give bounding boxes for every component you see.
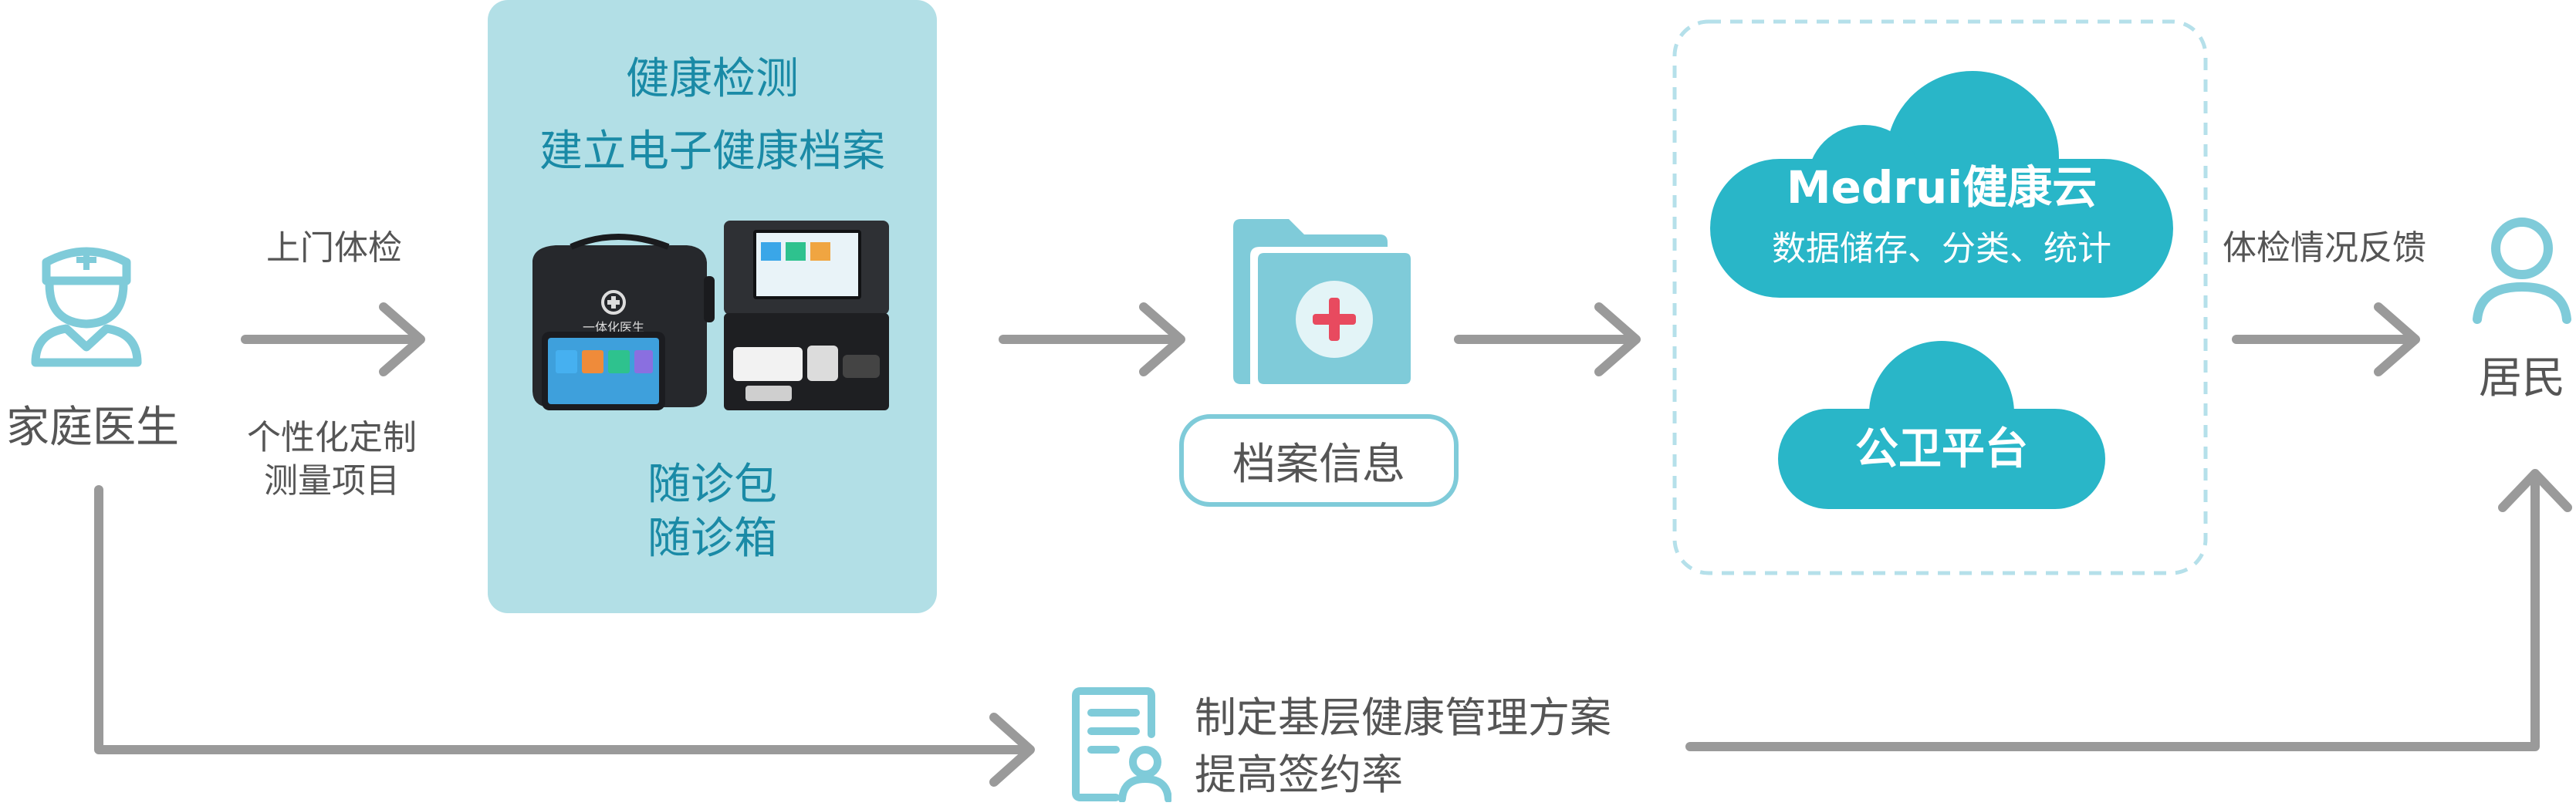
medrui-cloud-icon xyxy=(1710,66,2173,299)
plan-label-line1: 制定基层健康管理方案 xyxy=(1195,693,1611,742)
kit-brand-text: 一体化医生 xyxy=(583,320,644,335)
arrow-plan-to-resident xyxy=(1685,469,2572,751)
panel-footer-line2: 随诊箱 xyxy=(647,514,777,564)
panel-title-line1: 健康检测 xyxy=(626,54,799,104)
public-health-cloud-title: 公卫平台 xyxy=(1855,424,2028,474)
panel-footer-line1: 随诊包 xyxy=(647,460,777,510)
resident-person-icon xyxy=(2470,216,2574,324)
cloud-platform-container xyxy=(1672,19,2208,575)
doctor-label: 家庭医生 xyxy=(6,403,179,453)
panel-title-line2: 建立电子健康档案 xyxy=(539,126,885,177)
home-checkup-label: 上门体检 xyxy=(266,228,402,268)
custom-items-label-1: 个性化定制 xyxy=(247,418,417,457)
plan-document-icon xyxy=(1071,686,1172,803)
arrow-archive-to-cloud xyxy=(1454,302,1641,376)
arrow-panel-to-archive xyxy=(999,302,1185,376)
medical-kit-image: 一体化医生 xyxy=(525,216,895,416)
health-check-panel: 健康检测 建立电子健康档案 一体化医生 xyxy=(488,0,937,613)
arrow-doctor-to-plan xyxy=(94,485,1035,787)
medrui-cloud-title: Medrui健康云 xyxy=(1786,161,2098,214)
medrui-cloud-subtitle: 数据储存、分类、统计 xyxy=(1772,229,2111,268)
archive-folder-icon xyxy=(1229,216,1414,387)
arrow-cloud-to-resident xyxy=(2232,302,2420,376)
feedback-label: 体检情况反馈 xyxy=(2223,228,2426,268)
archive-info-label: 档案信息 xyxy=(1179,414,1459,507)
resident-label: 居民 xyxy=(2479,353,2565,403)
public-health-cloud-icon xyxy=(1778,339,2105,511)
plan-label-line2: 提高签约率 xyxy=(1195,750,1403,799)
doctor-icon xyxy=(25,230,148,369)
arrow-doctor-to-panel xyxy=(241,302,425,376)
custom-items-label-2: 测量项目 xyxy=(264,461,400,501)
